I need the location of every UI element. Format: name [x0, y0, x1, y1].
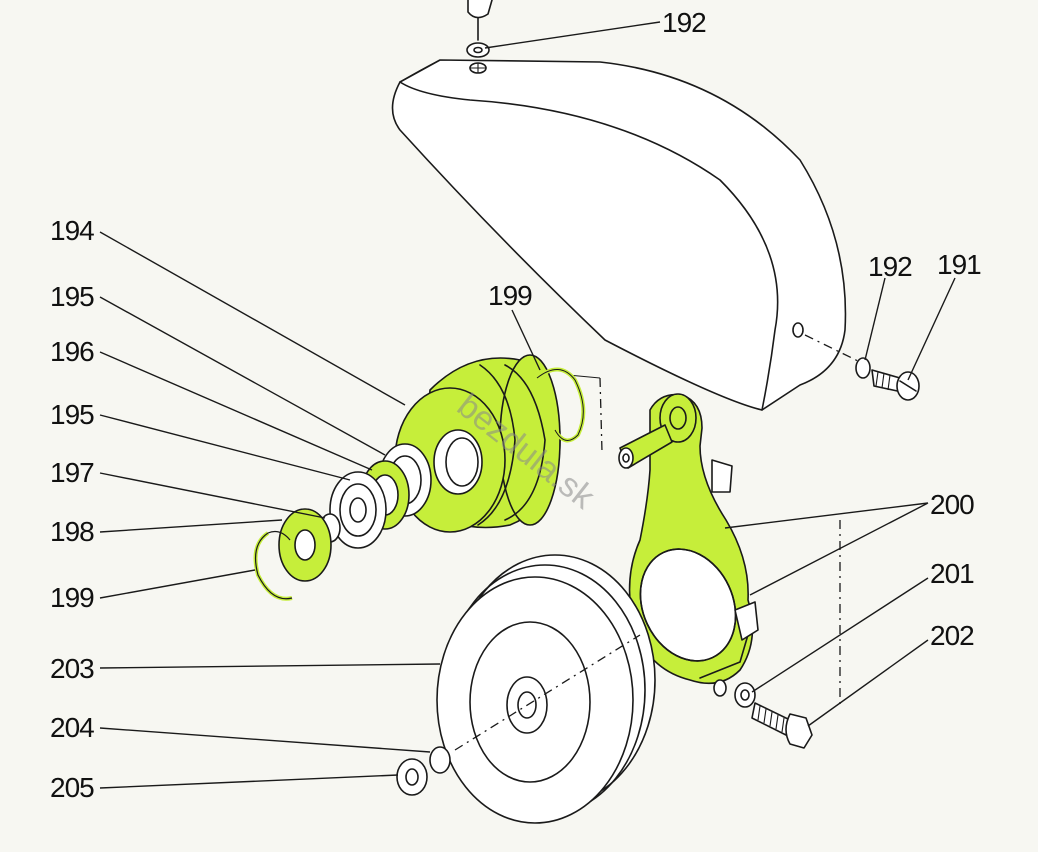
callout-201: 201	[751, 558, 975, 693]
large-pulley	[436, 554, 656, 824]
callout-label: 195	[50, 399, 94, 430]
callout-label: 194	[50, 215, 94, 246]
callout-label: 192	[868, 251, 912, 282]
callout-label: 199	[50, 582, 94, 613]
callout-label: 200	[930, 489, 974, 520]
callout-label: 195	[50, 281, 94, 312]
callout-195-lower: 195	[50, 399, 351, 481]
callout-195-upper: 195	[50, 281, 386, 456]
callout-192-top: 192	[484, 7, 707, 49]
tensioner-arm	[618, 393, 759, 685]
callout-203: 203	[50, 653, 441, 684]
callout-192-right: 192	[864, 251, 913, 361]
callout-label: 205	[50, 772, 94, 803]
callout-label: 201	[930, 558, 974, 589]
callout-196: 196	[50, 336, 373, 471]
washers-and-ring-left	[253, 508, 341, 601]
right-screw-and-washer	[804, 334, 920, 401]
callout-191: 191	[907, 249, 982, 381]
callout-label: 197	[50, 457, 94, 488]
callout-202: 202	[807, 620, 975, 727]
callout-199-left: 199	[50, 569, 256, 613]
callout-204: 204	[50, 712, 431, 753]
snap-ring-right	[535, 367, 586, 443]
nut-and-washer	[396, 746, 451, 796]
callout-label: 196	[50, 336, 94, 367]
callout-200: 200	[724, 489, 975, 596]
callout-label: 199	[488, 280, 532, 311]
callout-label: 191	[937, 249, 981, 280]
callout-label: 192	[662, 7, 706, 38]
callout-label: 202	[930, 620, 974, 651]
callout-199-top: 199	[488, 280, 541, 371]
callout-194: 194	[50, 215, 406, 406]
callout-label: 204	[50, 712, 94, 743]
bearing-stack	[329, 443, 432, 549]
callout-197: 197	[50, 457, 326, 519]
callout-198: 198	[50, 516, 283, 547]
callout-label: 203	[50, 653, 94, 684]
tensioner-bolt	[713, 520, 841, 749]
callout-label: 198	[50, 516, 94, 547]
belt-guard-cover	[391, 59, 847, 411]
top-screw-and-washer	[466, 0, 493, 74]
callout-205: 205	[50, 772, 399, 803]
